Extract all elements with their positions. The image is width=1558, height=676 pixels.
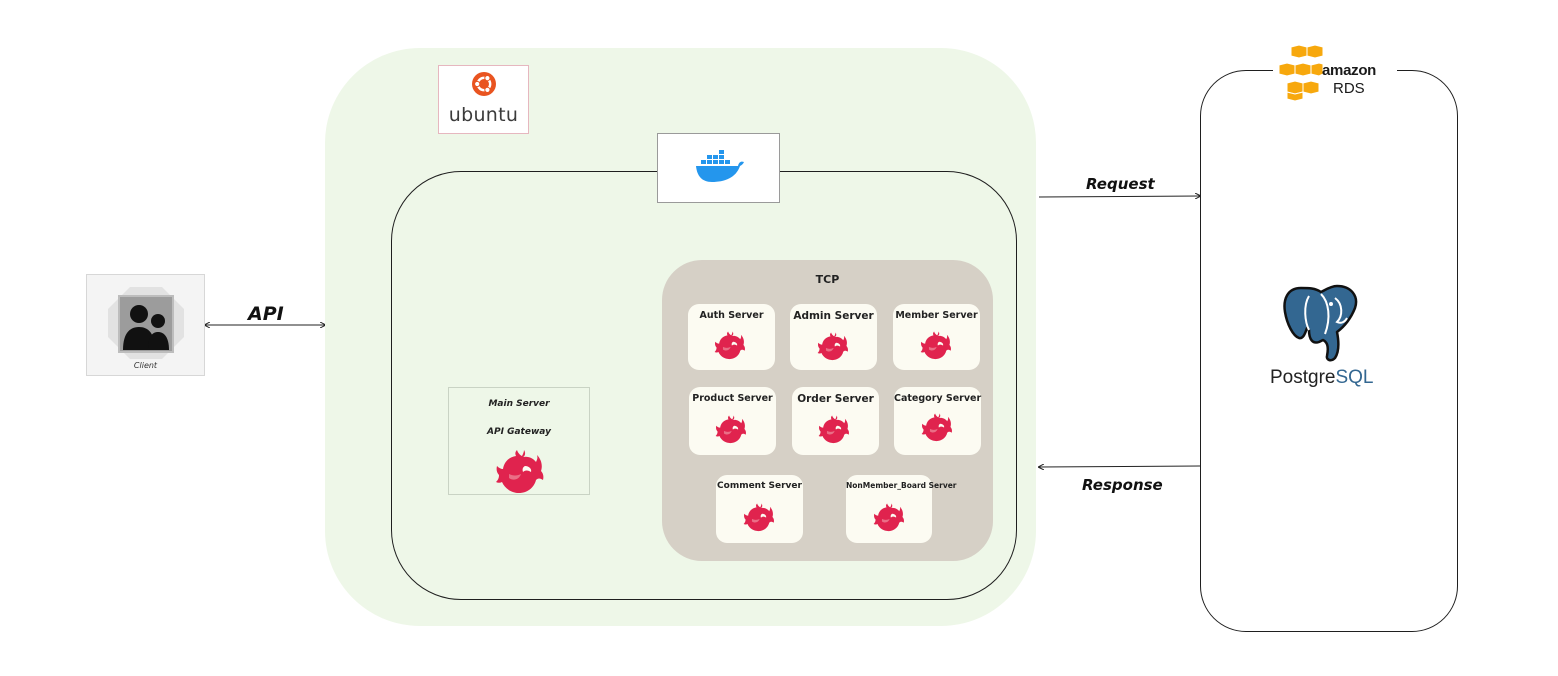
nestjs-icon bbox=[920, 331, 951, 360]
response-label: Response bbox=[1082, 476, 1163, 494]
nestjs-icon bbox=[818, 415, 849, 444]
service-label: NonMember_Board Server bbox=[846, 481, 957, 490]
service-node-admin: Admin Server bbox=[790, 304, 877, 370]
service-label: Order Server bbox=[797, 393, 874, 405]
request-label: Request bbox=[1086, 175, 1155, 193]
nestjs-icon bbox=[817, 332, 848, 361]
client-node: Client bbox=[86, 274, 205, 376]
service-label: Category Server bbox=[894, 393, 982, 404]
nestjs-icon bbox=[743, 503, 774, 532]
service-node-nonmember-board: NonMember_Board Server bbox=[846, 475, 957, 543]
response-arrow bbox=[1039, 466, 1201, 467]
nestjs-icon bbox=[715, 415, 746, 444]
service-label: Admin Server bbox=[793, 310, 874, 322]
service-label: Product Server bbox=[692, 393, 773, 404]
nestjs-icon bbox=[873, 503, 904, 532]
service-label: Comment Server bbox=[717, 481, 802, 491]
rds-wordmark: RDS bbox=[1333, 80, 1365, 97]
nestjs-icon bbox=[714, 331, 745, 360]
request-arrow bbox=[1038, 196, 1200, 197]
postgresql-wordmark: PostgreSQL bbox=[1270, 367, 1374, 389]
client-label: Client bbox=[133, 361, 158, 370]
service-node-member: Member Server bbox=[893, 304, 980, 370]
service-label: Auth Server bbox=[699, 310, 764, 321]
amazon-wordmark: amazon bbox=[1322, 62, 1377, 79]
service-node-comment: Comment Server bbox=[716, 475, 803, 543]
ubuntu-icon bbox=[472, 72, 496, 96]
users-icon bbox=[108, 287, 184, 359]
service-node-auth: Auth Server bbox=[688, 304, 775, 370]
postgresql-wordmark-suffix: SQL bbox=[1335, 367, 1374, 388]
postgresql-elephant-icon bbox=[1283, 284, 1358, 362]
service-node-category: Category Server bbox=[894, 387, 981, 455]
postgresql-wordmark-prefix: Postgre bbox=[1270, 367, 1336, 388]
aws-cubes-icon bbox=[1278, 45, 1323, 101]
service-label: Member Server bbox=[895, 310, 978, 321]
main-server-label: Main Server bbox=[488, 399, 550, 409]
nestjs-icon bbox=[921, 413, 952, 442]
api-label: API bbox=[248, 303, 284, 325]
docker-whale-icon bbox=[696, 150, 744, 182]
nestjs-icon bbox=[496, 450, 544, 493]
docker-logo bbox=[657, 133, 780, 203]
tcp-label: TCP bbox=[815, 273, 840, 286]
api-gateway-label: API Gateway bbox=[487, 427, 551, 437]
service-node-order: Order Server bbox=[792, 387, 879, 455]
service-node-product: Product Server bbox=[689, 387, 776, 455]
ubuntu-wordmark: ubuntu bbox=[448, 104, 519, 126]
ubuntu-logo: ubuntu bbox=[438, 65, 529, 134]
main-server-node: Main Server API Gateway bbox=[448, 387, 590, 495]
